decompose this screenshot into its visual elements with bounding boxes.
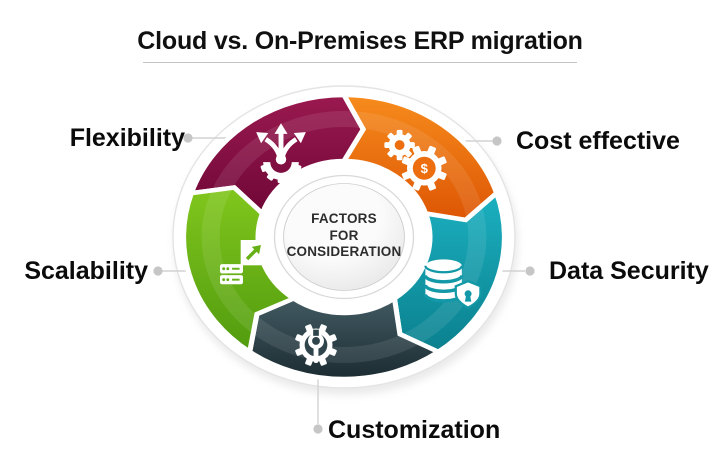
server-scale-icon: [220, 240, 266, 285]
connector-dot: [153, 266, 163, 276]
connector-customization: [313, 376, 323, 434]
label-data-security: Data Security: [549, 257, 709, 285]
wheel-center-label: FACTORS FOR CONSIDERATION: [286, 210, 402, 260]
connector-dot: [313, 424, 323, 434]
label-customization: Customization: [328, 416, 501, 444]
gloss-arc: [201, 111, 487, 363]
connector-dot: [492, 136, 502, 146]
connector-dot: [525, 266, 535, 276]
center-circle: [283, 183, 405, 291]
branch-arrows-icon: [256, 123, 306, 184]
connector-dot: [183, 133, 193, 143]
database-shield-icon: [423, 259, 482, 309]
label-flexibility: Flexibility: [69, 124, 185, 152]
gears-dollar-icon: $: [384, 129, 447, 191]
label-scalability: Scalability: [24, 257, 148, 285]
page-title: Cloud vs. On-Premises ERP migration: [137, 27, 583, 55]
title-underline: [143, 62, 577, 63]
svg-text:$: $: [421, 161, 429, 176]
label-cost-effective: Cost effective: [516, 127, 680, 155]
gear-wrench-icon: [295, 324, 337, 366]
